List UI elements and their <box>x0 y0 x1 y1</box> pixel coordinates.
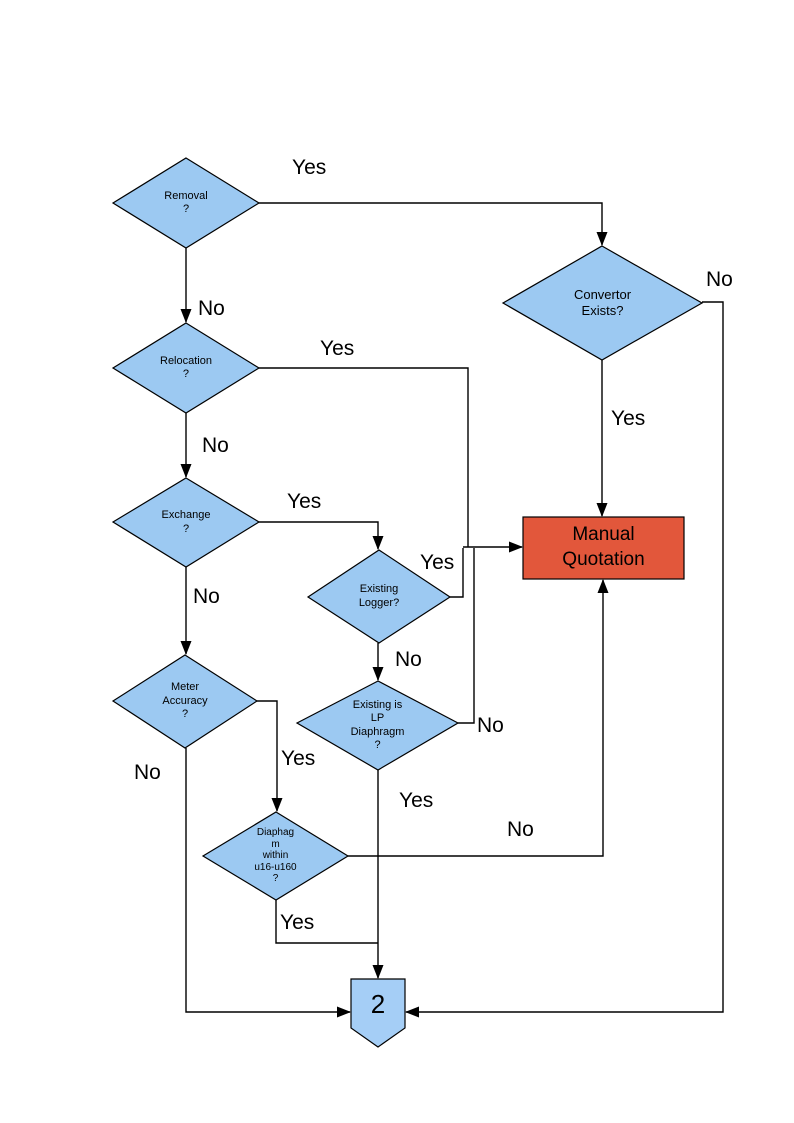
edge-removal-yes <box>259 202 608 246</box>
edge-lp-no <box>458 548 475 724</box>
node-removal-shape <box>111 157 261 249</box>
node-convertor-shape <box>501 245 704 361</box>
edge-convertor-no <box>405 301 724 1018</box>
node-existing-logger-shape <box>306 549 452 644</box>
node-exchange-shape <box>111 477 261 568</box>
node-meter-accuracy-shape <box>111 654 259 749</box>
edge-exchange-yes <box>259 521 384 550</box>
edge-logger-yes <box>450 548 464 598</box>
edge-relocation-yes <box>259 367 469 547</box>
node-offpage-connector-shape <box>350 978 406 1048</box>
node-relocation-shape <box>111 322 261 414</box>
edge-range-no <box>348 579 609 857</box>
node-manual-quotation-shape <box>522 516 685 580</box>
edge-accuracy-yes <box>257 700 283 812</box>
edge-accuracy-no <box>185 748 351 1018</box>
edge-range-yes <box>275 900 378 944</box>
node-lp-diaphragm-shape <box>295 680 460 771</box>
node-diaphragm-range-shape <box>201 811 350 901</box>
